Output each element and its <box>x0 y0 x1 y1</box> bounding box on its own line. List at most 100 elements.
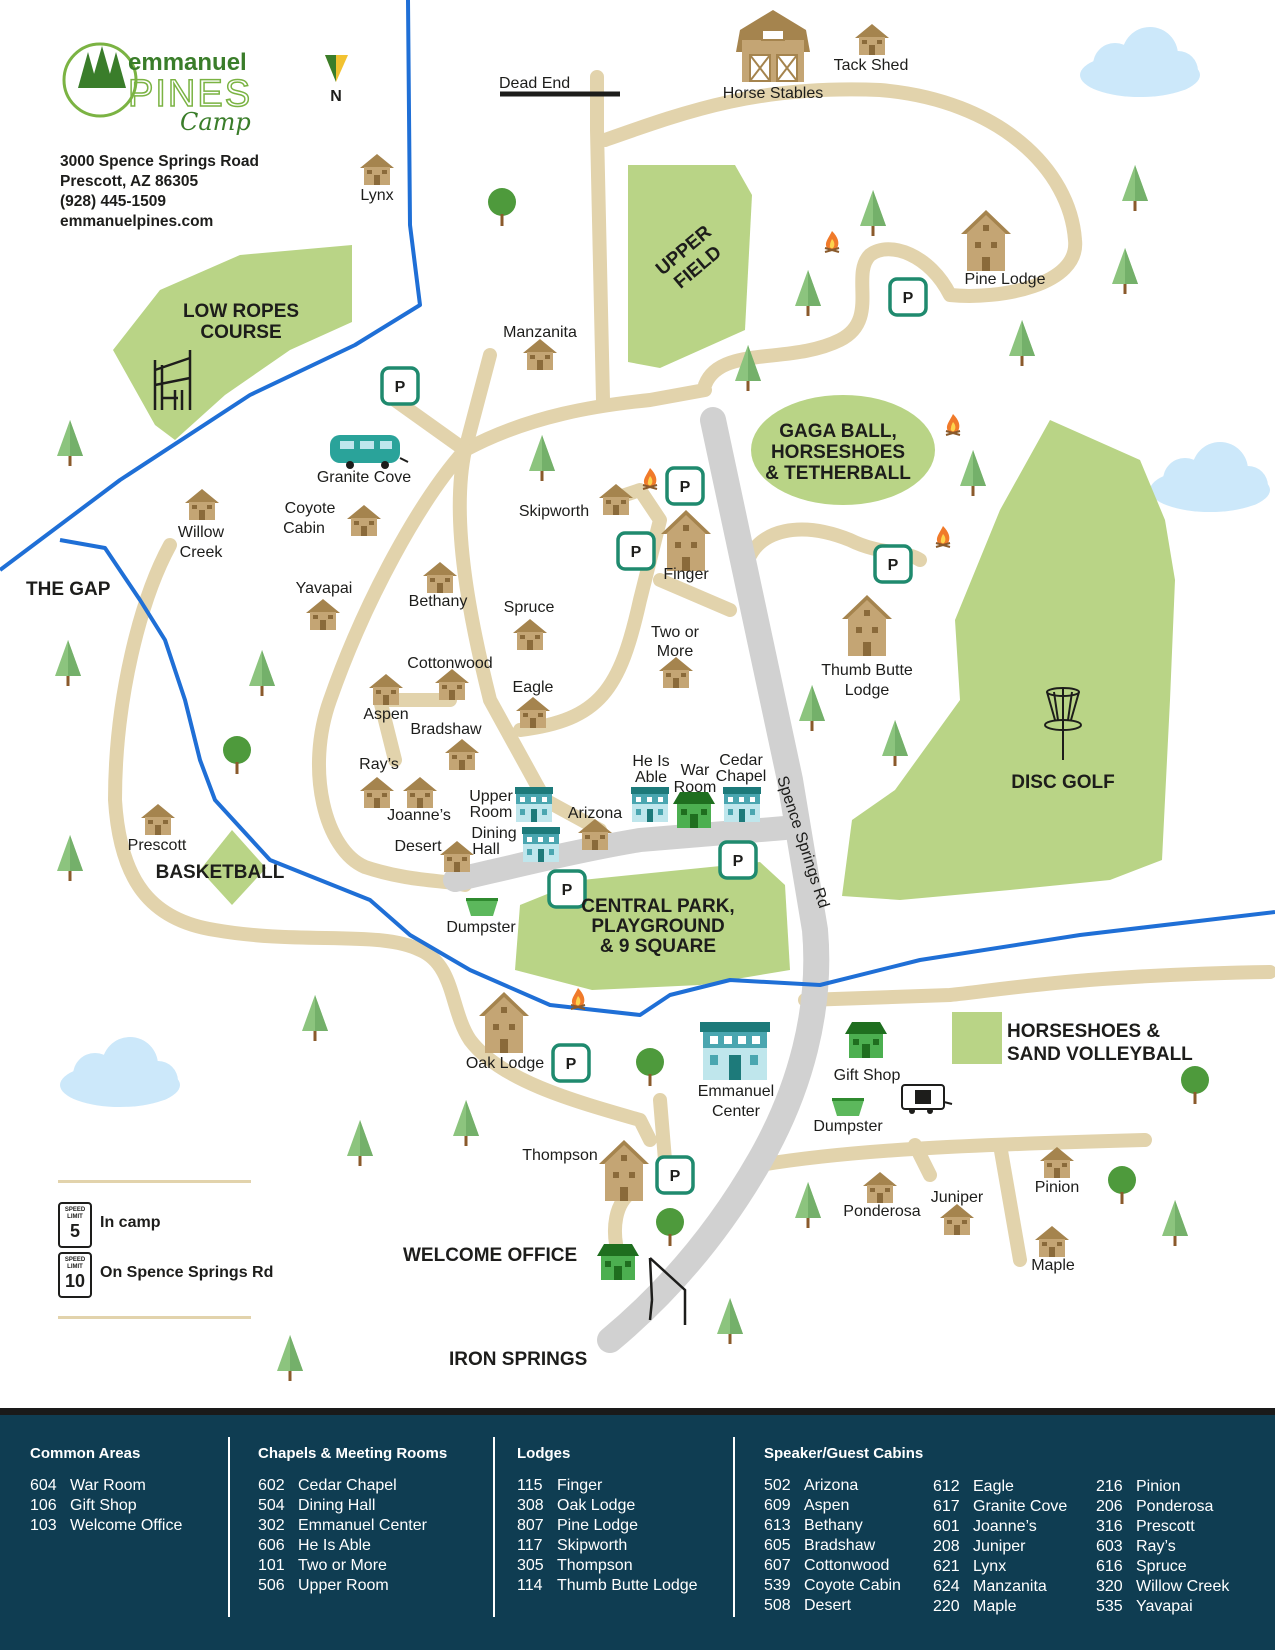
yavapai-label: Yavapai <box>296 580 353 597</box>
low-ropes-area <box>113 245 352 440</box>
oak-lodge[interactable] <box>479 992 529 1053</box>
cottonwood-cabin[interactable] <box>435 669 469 700</box>
phone-number: (928) 445-1509 <box>60 193 166 210</box>
restroom-trailer-icon <box>901 1084 953 1114</box>
willow-creek-cabin[interactable] <box>185 489 219 520</box>
logo-brand-top: emmanuel <box>128 49 247 76</box>
coyote-cabin-label: Cabin <box>283 520 325 537</box>
finger-label: Finger <box>663 566 709 583</box>
yavapai-cabin[interactable] <box>306 599 340 630</box>
oak-lodge-label: Oak Lodge <box>466 1055 544 1072</box>
willow-creek-label: Willow <box>178 524 225 541</box>
manzanita-cabin[interactable] <box>523 339 557 370</box>
upper-room-building[interactable] <box>515 787 553 822</box>
aspen-cabin[interactable] <box>369 674 403 705</box>
desert-label: Desert <box>394 838 442 855</box>
skipworth-label: Skipworth <box>519 503 589 520</box>
thumb-butte-label: Thumb Butte <box>821 662 913 679</box>
legend-separator <box>733 1437 735 1617</box>
tack-shed-building[interactable] <box>855 24 889 55</box>
war-room-building[interactable] <box>673 792 715 828</box>
coyote-cabin[interactable] <box>347 505 381 536</box>
ponderosa-cabin[interactable] <box>863 1172 897 1203</box>
parking-label: P <box>888 557 899 574</box>
horseshoes-volleyball-area <box>952 1012 1002 1064</box>
cloud-icon <box>60 1037 180 1107</box>
he-is-able-building[interactable] <box>631 787 669 822</box>
eagle-cabin[interactable] <box>516 697 550 728</box>
spruce-cabin[interactable] <box>513 619 547 650</box>
juniper-label: Juniper <box>931 1189 984 1206</box>
welcome-office-building[interactable] <box>597 1244 639 1280</box>
thompson-lodge[interactable] <box>599 1140 649 1201</box>
website-link[interactable]: emmanuelpines.com <box>60 213 214 230</box>
pine-lodge-label: Pine Lodge <box>965 271 1046 288</box>
bradshaw-cabin[interactable] <box>445 739 479 770</box>
joannes-cabin[interactable] <box>403 777 437 808</box>
pinion-cabin[interactable] <box>1040 1147 1074 1178</box>
disc-golf-area <box>842 420 1175 900</box>
parking-signs: P P P P P P P P P <box>380 277 928 1195</box>
bethany-cabin[interactable] <box>423 562 457 593</box>
pine-lodge[interactable] <box>961 210 1011 271</box>
cloud-icon <box>1150 442 1270 512</box>
granite-cove-label: Granite Cove <box>317 469 411 486</box>
parking-label: P <box>566 1056 577 1073</box>
gaga-ball-area <box>751 395 935 505</box>
coyote-cabin-label: Coyote <box>285 500 336 517</box>
area-labels: LOW ROPES COURSE UPPER FIELD GAGA BALL, … <box>26 221 1193 1370</box>
rays-cabin[interactable] <box>360 777 394 808</box>
logo-brand-script: Camp <box>180 108 251 136</box>
camper-icon <box>330 435 409 469</box>
cottonwood-label: Cottonwood <box>407 655 492 672</box>
two-or-more-building[interactable] <box>659 657 693 688</box>
ropes-course-icon <box>153 350 192 410</box>
thompson-label: Thompson <box>522 1147 598 1164</box>
manzanita-label: Manzanita <box>503 324 577 341</box>
welcome-office-label: WELCOME OFFICE <box>403 1245 577 1266</box>
prescott-cabin[interactable] <box>141 804 175 835</box>
fire-pit-icon <box>945 413 961 436</box>
camp-roads <box>108 70 1275 1267</box>
low-ropes-label: LOW ROPES <box>183 301 299 322</box>
emmanuel-center-label: Emmanuel <box>698 1083 774 1100</box>
dead-end-label: Dead End <box>499 75 570 92</box>
dining-hall-building[interactable] <box>522 827 560 862</box>
desert-cabin[interactable] <box>440 841 474 872</box>
gift-shop-building[interactable] <box>845 1022 887 1058</box>
dining-hall-label: Dining <box>471 825 516 842</box>
emmanuel-center-building[interactable] <box>700 1022 770 1080</box>
cedar-chapel-building[interactable] <box>723 787 761 822</box>
arizona-label: Arizona <box>568 805 622 822</box>
lynx-cabin[interactable] <box>360 154 394 185</box>
bradshaw-label: Bradshaw <box>410 721 482 738</box>
finger-lodge[interactable] <box>661 510 711 571</box>
maple-cabin[interactable] <box>1035 1226 1069 1257</box>
low-ropes-label: COURSE <box>200 322 281 343</box>
thumb-butte-lodge[interactable] <box>842 595 892 656</box>
juniper-cabin[interactable] <box>940 1204 974 1235</box>
ponderosa-label: Ponderosa <box>843 1203 920 1220</box>
speed-limit-label: On Spence Springs Rd <box>100 1264 274 1281</box>
north-arrow-icon: N <box>325 55 348 105</box>
willow-creek-label: Creek <box>180 544 224 561</box>
spruce-label: Spruce <box>504 599 555 616</box>
speed-limit-label: In camp <box>100 1214 161 1231</box>
